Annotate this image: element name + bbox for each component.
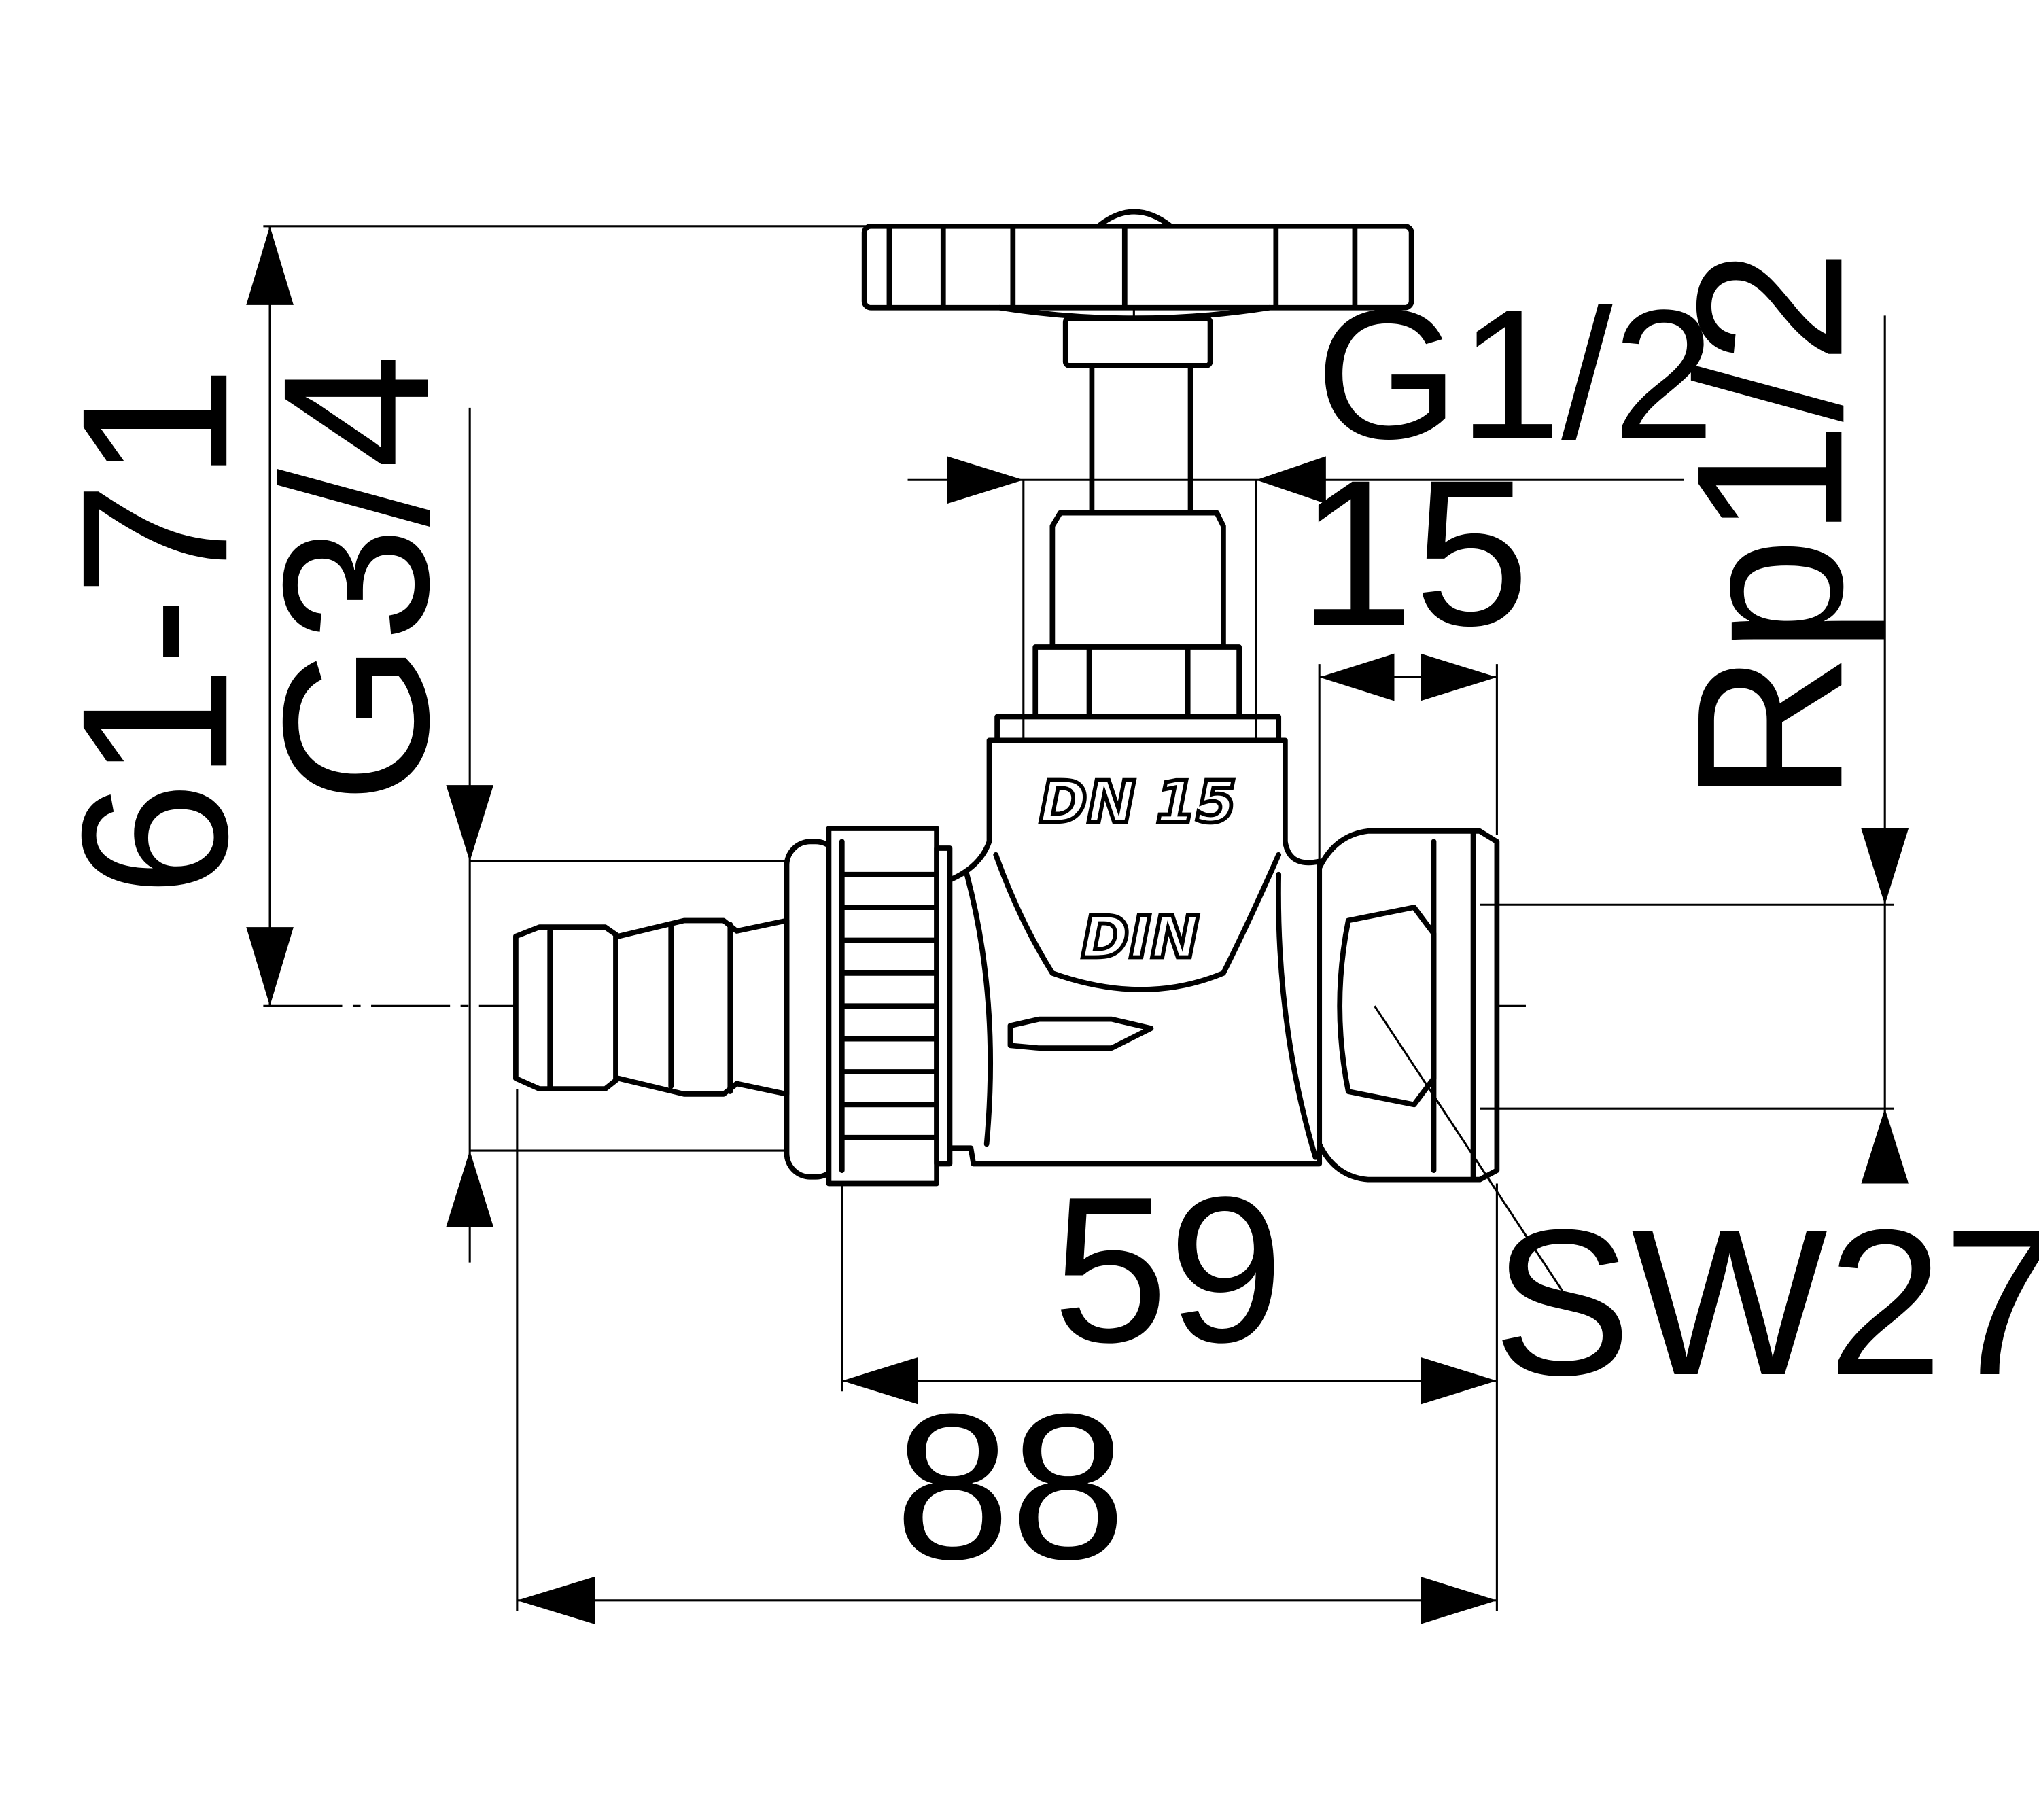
dimension-hose-thread: G3/4 [239,353,797,1263]
body-length-label: 59 [1053,1153,1284,1386]
stem-thread-label: G1/2 [1316,272,1715,477]
hex-nut-right [1317,828,1500,1183]
handwheel [861,209,1414,516]
dimension-overall-length: 88 [516,1089,1497,1624]
dimension-nut-length [1318,653,1498,862]
bonnet [994,510,1282,743]
wrench-size-callout: SW27 [1374,1005,2039,1418]
body-marking-size: DN 15 [1039,769,1236,836]
valve-body: DN 15 DIN [944,737,1323,1167]
inlet-thread-label: Rp1/2 [1653,249,1887,803]
overall-length-label: 88 [894,1370,1126,1603]
wrench-size-label: SW27 [1493,1186,2039,1418]
height-range-label: 61-71 [38,366,271,897]
dimension-inlet-thread: Rp1/2 [1480,249,1909,1184]
hose-thread-label: G3/4 [239,353,472,804]
hose-tail [513,917,790,1097]
bonnet-width-label: 15 [1298,436,1529,669]
dimension-bonnet-width [907,456,1684,769]
dimension-body-length: 59 [841,1153,1498,1611]
union-nut-left [784,826,953,1187]
body-marking-standard: DIN [1081,905,1200,972]
dimension-height: 61-71 [38,225,869,1007]
